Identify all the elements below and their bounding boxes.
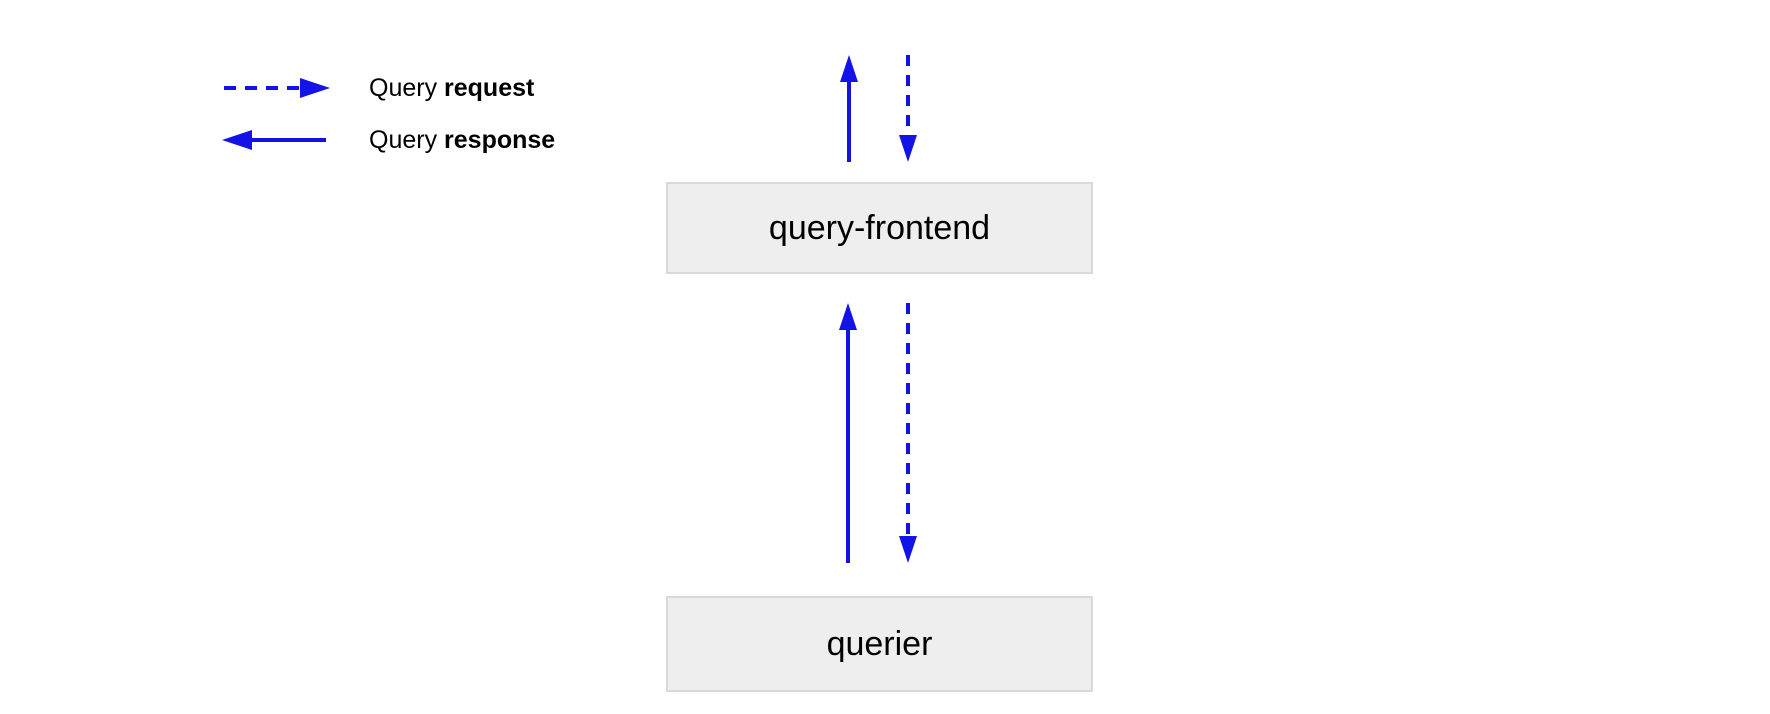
node-query-frontend-label: query-frontend <box>768 208 991 247</box>
request-down-arrow-top <box>899 55 917 162</box>
node-querier-label: querier <box>826 624 933 663</box>
response-up-arrow-top <box>840 55 858 162</box>
node-query-frontend: query-frontend <box>666 182 1093 274</box>
legend-label-request-prefix: Query <box>369 73 445 102</box>
response-up-arrow-middle <box>839 303 857 563</box>
legend: Query request Query response <box>222 62 555 166</box>
dashed-right-arrow-icon <box>224 78 330 98</box>
legend-item-query-request: Query request <box>222 62 555 114</box>
request-down-arrow-middle <box>899 303 917 563</box>
node-querier: querier <box>666 596 1093 692</box>
legend-label-request-bold: request <box>444 73 535 102</box>
legend-label-response-prefix: Query <box>369 125 445 154</box>
legend-item-query-response: Query response <box>222 114 555 166</box>
legend-label-request: Query request <box>369 74 534 103</box>
legend-label-response: Query response <box>369 126 555 155</box>
solid-left-arrow-icon <box>222 130 326 150</box>
legend-label-response-bold: response <box>444 125 556 154</box>
